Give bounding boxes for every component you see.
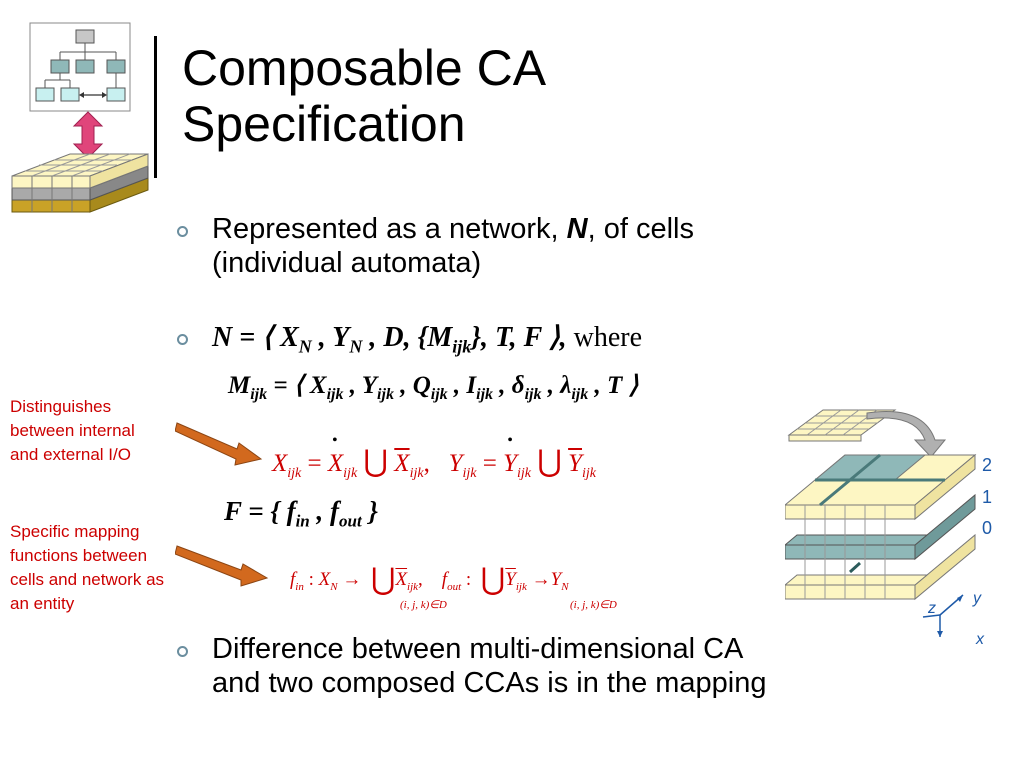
layer-label-2: 2: [982, 455, 993, 475]
axis-label-x: x: [976, 631, 984, 648]
layer-label-1: 1: [982, 487, 993, 507]
formula-F: F = { fin , fout }: [224, 496, 378, 531]
formula-M: Mijk = ⟨ Xijk , Yijk , Qijk , Iijk , δij…: [228, 372, 639, 403]
title-divider: [154, 36, 157, 178]
formula-XY: Xijk = •Xijk ⋃ Xijk, Yijk = •Yijk ⋃ Yijk: [272, 432, 596, 481]
union-range-2: (i, j, k)∈D: [570, 599, 617, 611]
axis-label-z: z: [928, 600, 936, 617]
note-mapping: Specific mapping functions between cells…: [10, 522, 165, 613]
arrow-icon: [175, 422, 263, 466]
formula-N: N = ⟨ XN , YN , D, {Mijk}, T, F ⟩, where: [212, 322, 643, 357]
title-line-2: Specification: [182, 96, 466, 152]
slide-title: Composable CA Specification: [182, 40, 546, 152]
title-line-1: Composable CA: [182, 40, 547, 96]
layer-label-0: 0: [982, 518, 993, 538]
axis-label-y: y: [973, 590, 981, 607]
bullet-icon: [177, 334, 188, 345]
bullet-3-text: Difference between multi-dimensional CA …: [212, 633, 767, 699]
union-range-1: (i, j, k)∈D: [400, 599, 447, 611]
bullet-1-text: Represented as a network, N, of cells (i…: [212, 213, 694, 279]
formula-fin-fout: fin : XN → ⋃Xijk, fout : ⋃Yijk →YN: [290, 563, 569, 596]
note-io: Distinguishes between internal and exter…: [10, 397, 135, 464]
bullet-icon: [177, 646, 188, 657]
layered-grid-icon: [11, 153, 149, 213]
layer-stack-graphic: [783, 409, 977, 637]
network-symbol: N: [566, 213, 588, 245]
bullet-icon: [177, 226, 188, 237]
hierarchy-icon: [11, 22, 149, 213]
logo-graphic: [10, 20, 155, 220]
layered-ca-diagram: 2 1 0 z y x: [783, 405, 1015, 655]
arrow-icon: [175, 545, 269, 587]
